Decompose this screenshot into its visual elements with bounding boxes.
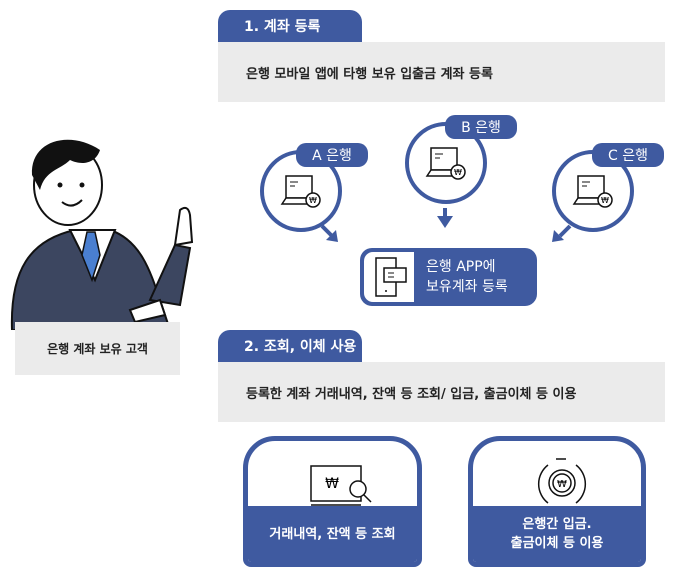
phone-icon <box>375 257 407 297</box>
card-transfer-line2: 출금이체 등 이용 <box>510 536 604 551</box>
svg-text:₩: ₩ <box>557 479 567 490</box>
arrow-down-right-icon <box>326 230 338 242</box>
svg-text:₩: ₩ <box>601 196 609 205</box>
arrows <box>320 208 572 242</box>
bank-c-label: C 은행 <box>592 143 664 167</box>
svg-text:₩: ₩ <box>325 476 339 492</box>
section2-title: 2. 조회, 이체 사용 <box>218 330 362 362</box>
svg-text:₩: ₩ <box>454 168 462 177</box>
laptop-won-icon: ₩ <box>280 175 321 208</box>
card-transfer-label: 은행간 입금. 출금이체 등 이용 <box>473 506 641 562</box>
customer-label: 은행 계좌 보유 고객 <box>15 322 180 375</box>
card-inquiry: ₩ 거래내역, 잔액 등 조회 <box>243 436 422 567</box>
businessman-illustration <box>10 139 194 330</box>
bank-c-circle: ₩ <box>552 150 634 232</box>
bank-a-label: A 은행 <box>296 143 368 167</box>
svg-text:₩: ₩ <box>309 196 317 205</box>
card-transfer-line1: 은행간 입금. <box>522 517 592 532</box>
card-inquiry-label: 거래내역, 잔액 등 조회 <box>248 506 417 562</box>
section1-description: 은행 모바일 앱에 타행 보유 입출금 계좌 등록 <box>218 42 665 102</box>
laptop-won-icon: ₩ <box>425 147 466 180</box>
bank-app-box: 은행 APP에 보유계좌 등록 <box>360 248 537 306</box>
app-line2: 보유계좌 등록 <box>426 279 508 295</box>
arrow-down-left-icon <box>552 230 564 242</box>
money-search-icon: ₩ <box>310 465 372 510</box>
section2-description: 등록한 계좌 거래내역, 잔액 등 조회/ 입금, 출금이체 등 이용 <box>218 362 665 422</box>
card-transfer: ₩ 은행간 입금. 출금이체 등 이용 <box>468 436 646 567</box>
arrow-down-icon <box>437 216 453 228</box>
transfer-cycle-icon: ₩ <box>537 458 587 508</box>
app-line1: 은행 APP에 <box>426 259 496 275</box>
section1-title: 1. 계좌 등록 <box>218 10 362 42</box>
laptop-won-icon: ₩ <box>572 175 613 208</box>
bank-b-label: B 은행 <box>445 115 517 139</box>
